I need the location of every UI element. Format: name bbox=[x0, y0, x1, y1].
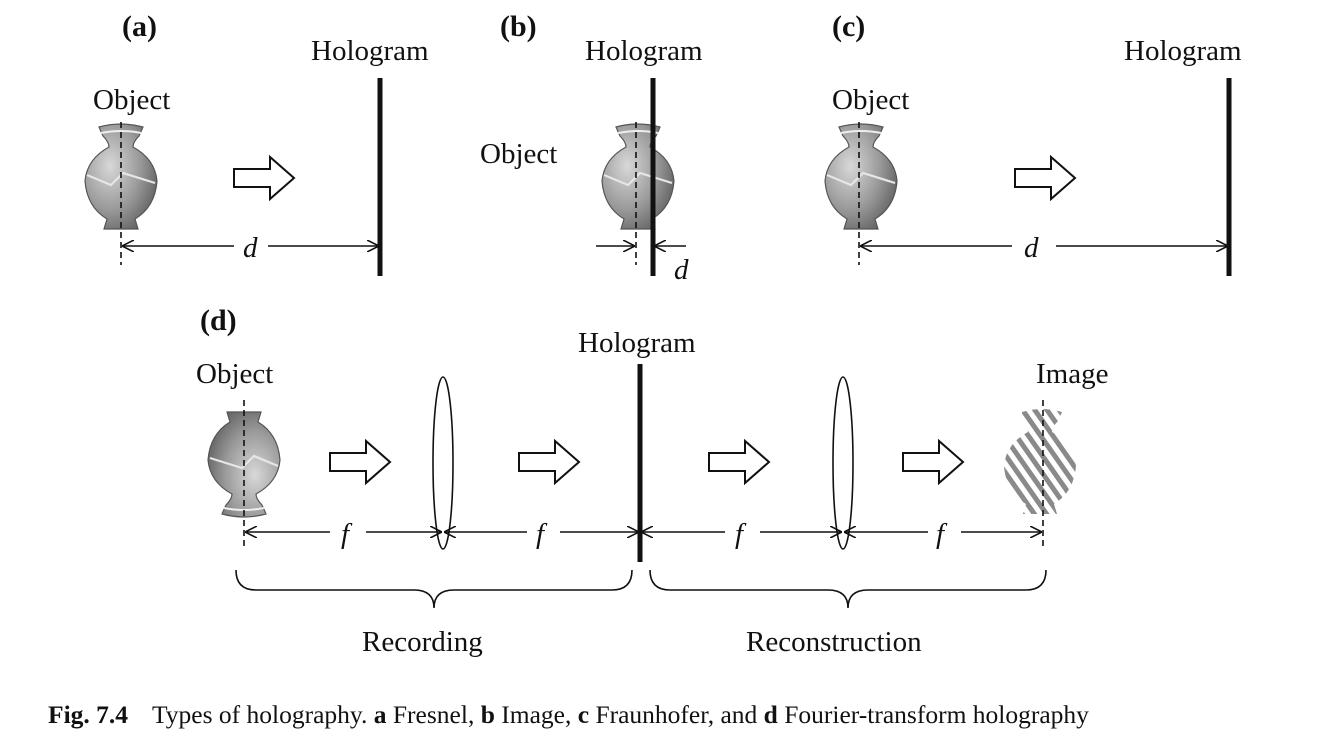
panel-d-f2-label: f bbox=[536, 518, 548, 550]
panel-b: (b) Hologram Object d bbox=[480, 10, 703, 286]
panel-c-distance-label: d bbox=[1024, 232, 1039, 264]
panel-d-arrow-2 bbox=[518, 440, 580, 484]
caption-key-c: c bbox=[577, 700, 590, 729]
panel-d-recording-label: Recording bbox=[362, 626, 483, 658]
panel-d-hologram-label: Hologram bbox=[578, 327, 696, 359]
panel-a-hologram-label: Hologram bbox=[311, 35, 429, 67]
caption-key-b: b bbox=[480, 700, 495, 729]
panel-a-distance-label: d bbox=[243, 232, 258, 264]
figure-caption: Fig. 7.4 Types of holography. a Fresnel,… bbox=[48, 700, 1089, 730]
panel-d-label: (d) bbox=[200, 304, 237, 337]
panel-d-image-label: Image bbox=[1036, 358, 1108, 390]
caption-text-a: Fresnel, bbox=[392, 700, 475, 729]
panel-d-lens-1 bbox=[432, 376, 454, 550]
panel-d-image-vase bbox=[1004, 409, 1076, 514]
panel-d-f1-label: f bbox=[341, 518, 353, 550]
panel-d-lens-2 bbox=[832, 376, 854, 550]
panel-d-f4-label: f bbox=[936, 518, 948, 550]
panel-a-label: (a) bbox=[122, 10, 157, 43]
panel-d-arrow-3 bbox=[708, 440, 770, 484]
panel-c-object-vase bbox=[823, 122, 899, 231]
panel-d-reconstruction-brace bbox=[649, 569, 1047, 609]
panel-c-hologram-label: Hologram bbox=[1124, 35, 1242, 67]
panel-d-reconstruction-label: Reconstruction bbox=[746, 626, 922, 658]
panel-b-hologram-label: Hologram bbox=[585, 35, 703, 67]
panel-d: (d) Object Hologram Image f f f f bbox=[196, 304, 1108, 658]
panel-d-f3-label: f bbox=[735, 518, 747, 550]
panel-c-object-label: Object bbox=[832, 84, 909, 116]
caption-text-b: Image, bbox=[501, 700, 572, 729]
panel-b-distance-label: d bbox=[674, 254, 689, 286]
panel-c-label: (c) bbox=[832, 10, 865, 43]
panel-c-propagation-arrow bbox=[1014, 156, 1076, 200]
caption-fig-label: Fig. 7.4 bbox=[48, 700, 129, 729]
panel-b-label: (b) bbox=[500, 10, 537, 43]
panel-b-object-label: Object bbox=[480, 138, 557, 170]
caption-intro: Types of holography. bbox=[151, 700, 368, 729]
panel-d-object-label: Object bbox=[196, 358, 273, 390]
panel-a-propagation-arrow bbox=[233, 156, 295, 200]
caption-key-a: a bbox=[373, 700, 387, 729]
caption-text-c: Fraunhofer, and bbox=[595, 700, 758, 729]
panel-d-arrow-4 bbox=[902, 440, 964, 484]
panel-b-object-vase bbox=[600, 122, 676, 231]
panel-d-arrow-1 bbox=[329, 440, 391, 484]
panel-a: (a) Object Hologram d bbox=[83, 10, 429, 276]
panel-c: (c) Object Hologram d bbox=[823, 10, 1242, 276]
caption-key-d: d bbox=[763, 700, 778, 729]
panel-d-recording-brace bbox=[235, 569, 633, 609]
panel-a-object-label: Object bbox=[93, 84, 170, 116]
caption-text-d: Fourier-transform holography bbox=[784, 700, 1089, 729]
